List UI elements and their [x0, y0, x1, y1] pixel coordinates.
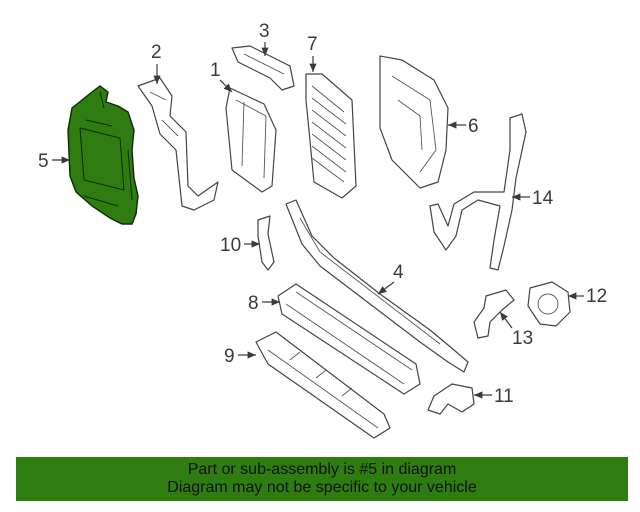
callout-11: 11: [494, 386, 514, 407]
part-12-pump[interactable]: [527, 281, 571, 327]
leader-lines: [52, 42, 584, 399]
part-13-hose[interactable]: [473, 289, 515, 339]
banner-line-2: Diagram may not be specific to your vehi…: [167, 479, 477, 496]
callout-9: 9: [224, 346, 235, 367]
part-6-shroud[interactable]: [379, 55, 449, 189]
callout-4: 4: [393, 262, 404, 283]
part-7-radiator[interactable]: [305, 73, 357, 199]
callout-6: 6: [468, 116, 479, 137]
part-4-pipes[interactable]: [285, 199, 469, 373]
part-9-tray[interactable]: [255, 331, 391, 439]
callout-1: 1: [210, 60, 221, 81]
part-11-hose[interactable]: [427, 383, 475, 415]
parts-diagram: 1 2 3 4 5 6 7 8 9 10 11 12 13 14: [38, 21, 607, 439]
part-10-hose[interactable]: [257, 215, 275, 271]
callout-14: 14: [532, 188, 554, 209]
part-5-highlighted[interactable]: [67, 85, 139, 225]
part-1-cooler[interactable]: [225, 87, 277, 193]
part-2-bracket[interactable]: [137, 77, 219, 211]
info-banner: Part or sub-assembly is #5 in diagram Di…: [16, 457, 628, 501]
banner-line-1: Part or sub-assembly is #5 in diagram: [187, 461, 457, 478]
part-3-bracket[interactable]: [231, 45, 295, 91]
callout-3: 3: [259, 21, 270, 42]
callout-8: 8: [248, 293, 259, 314]
part-8-intercooler[interactable]: [277, 283, 421, 395]
callout-13: 13: [512, 328, 533, 349]
callout-12: 12: [586, 286, 607, 307]
callout-10: 10: [220, 235, 241, 256]
callout-2: 2: [151, 42, 162, 63]
callout-7: 7: [307, 34, 318, 55]
callout-5: 5: [38, 151, 49, 172]
